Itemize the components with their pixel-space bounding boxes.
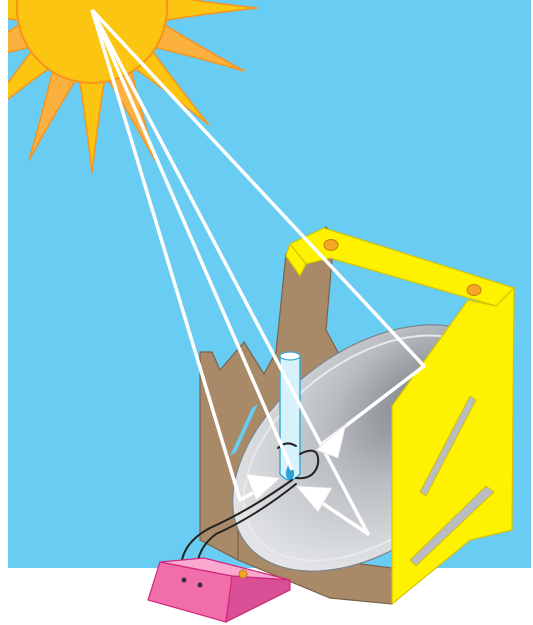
voltmeter-terminal-2 <box>198 583 203 588</box>
test-tube-opening <box>280 352 300 360</box>
voltmeter-indicator-light <box>239 570 247 578</box>
voltmeter-side-face <box>226 576 290 622</box>
voltmeter-terminal-1 <box>182 578 187 583</box>
bolt-left <box>324 240 338 251</box>
bolt-right <box>467 285 481 296</box>
